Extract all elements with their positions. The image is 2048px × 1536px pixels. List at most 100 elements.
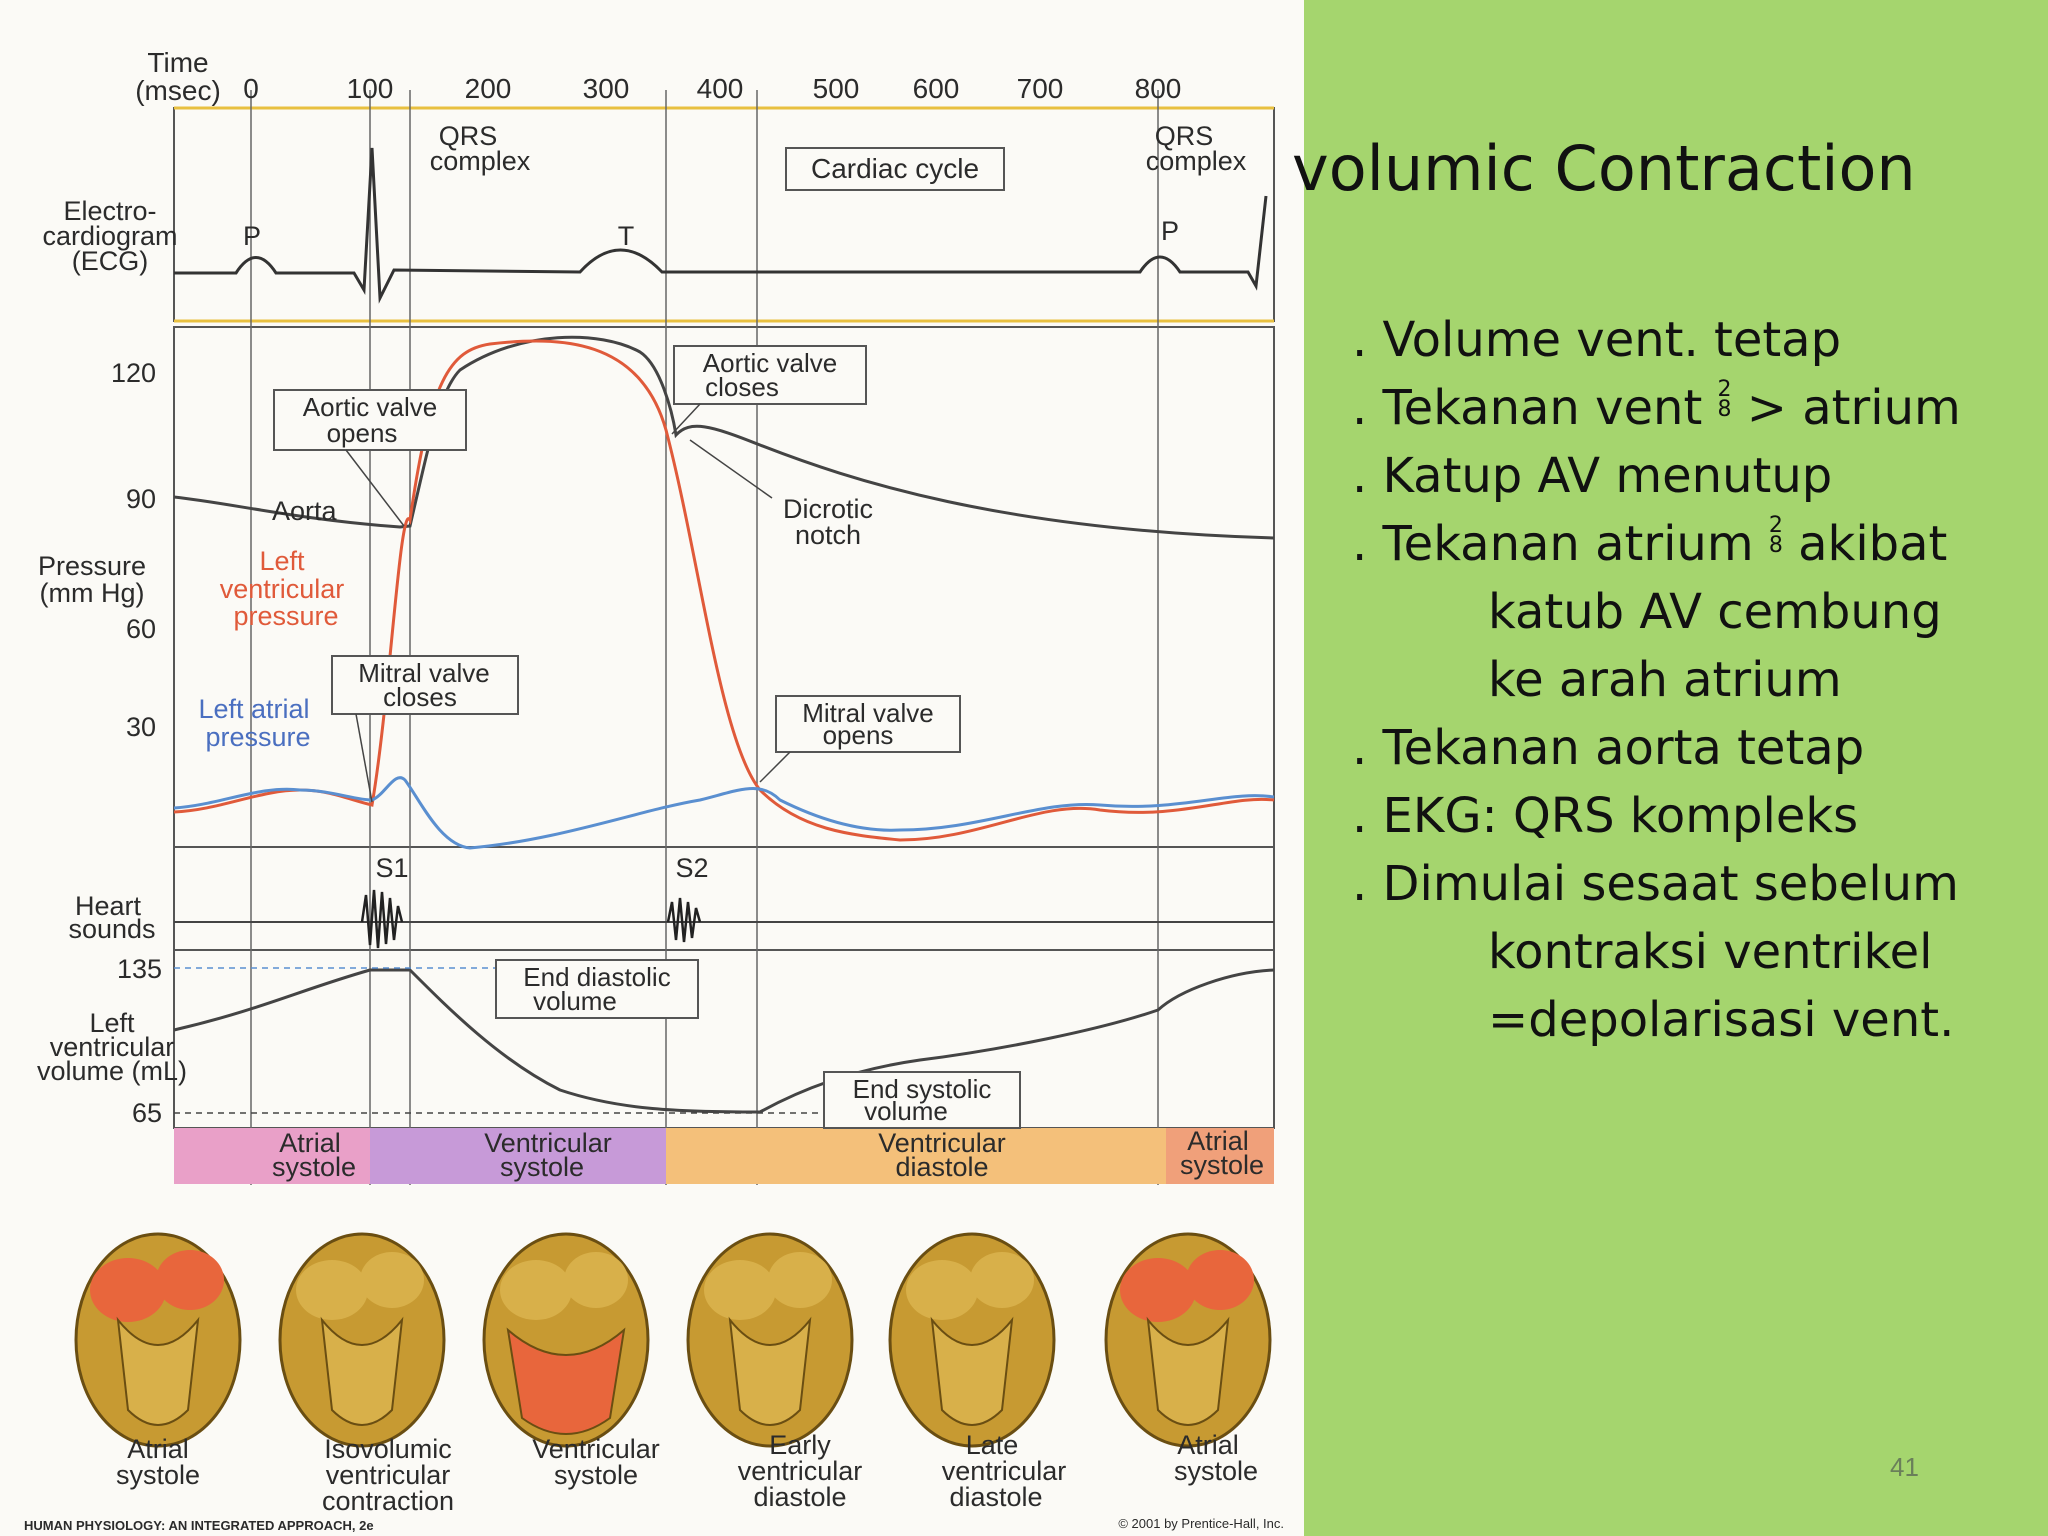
heart-label: ventricular xyxy=(326,1460,451,1490)
mitral-closes-callout: Mitral valve closes xyxy=(331,655,519,715)
dicrotic-notch-label: Dicrotic xyxy=(783,494,873,524)
left-ventricular-pressure-trace xyxy=(173,339,1275,842)
ecg-panel-frame xyxy=(173,107,1275,322)
la-pressure-label: Left atrial xyxy=(198,694,309,724)
lv-pressure-label: ventricular xyxy=(220,574,345,604)
ecg-axis-label: Electro- xyxy=(63,196,156,226)
phase-labels: Atrial systole Ventricular systole Ventr… xyxy=(272,1126,1264,1182)
bullet-text: akibat xyxy=(1782,516,1948,572)
phase-label: Ventricular xyxy=(878,1128,1006,1158)
bullet-text: . Tekanan aorta tetap xyxy=(1352,720,1865,776)
heart-label: ventricular xyxy=(738,1456,863,1486)
time-tick: 200 xyxy=(465,73,512,104)
callout-pointers xyxy=(345,403,791,803)
time-tick: 700 xyxy=(1017,73,1064,104)
time-tick: 0 xyxy=(243,73,259,104)
wiggers-diagram: Time (msec) 0 100 200 300 400 500 600 70… xyxy=(24,47,1284,1533)
phase-label: Atrial xyxy=(1187,1126,1249,1156)
s2-waveform xyxy=(666,897,702,943)
phase-label: Ventricular xyxy=(484,1128,612,1158)
phase-label: diastole xyxy=(895,1152,988,1182)
heart-label: Late xyxy=(966,1430,1019,1460)
bullet-text: > atrium xyxy=(1731,380,1961,436)
credit-left: HUMAN PHYSIOLOGY: AN INTEGRATED APPROACH… xyxy=(24,1518,374,1533)
pressure-tick: 90 xyxy=(126,484,156,514)
bullet-text: . EKG: QRS kompleks xyxy=(1352,788,1859,844)
s1-label: S1 xyxy=(375,853,408,883)
phase-label: systole xyxy=(500,1152,584,1182)
heart-label: Early xyxy=(769,1430,831,1460)
pressure-tick: 60 xyxy=(126,614,156,644)
aortic-closes-label: closes xyxy=(705,372,779,402)
bullet-item: . Tekanan aorta tetap xyxy=(1352,714,1961,782)
credit-right: © 2001 by Prentice-Hall, Inc. xyxy=(1118,1516,1284,1531)
bullet-text: . Dimulai sesaat sebelum xyxy=(1352,856,1959,912)
bullet-continuation: kontraksi ventrikel xyxy=(1488,924,1933,980)
volume-axis-label: ventricular xyxy=(50,1032,175,1062)
sounds-panel-frame xyxy=(173,846,1275,951)
ecg-axis-label: cardiogram xyxy=(42,221,177,251)
pressure-axis-label: (mm Hg) xyxy=(40,578,145,608)
qrs-complex-label: complex xyxy=(430,146,531,176)
ecg-p-wave-label-2: P xyxy=(1161,216,1179,246)
mitral-opens-callout: Mitral valve opens xyxy=(775,695,961,753)
mitral-closes-label: Mitral valve xyxy=(358,658,489,688)
heart-label: Atrial xyxy=(127,1434,189,1464)
heart-label: contraction xyxy=(322,1486,454,1516)
time-axis-label-2: (msec) xyxy=(135,75,221,106)
lv-pressure-label: Left xyxy=(259,546,305,576)
heart-label: Atrial xyxy=(1177,1430,1239,1460)
ventricular-volume-trace xyxy=(173,968,1275,1114)
heart-label: diastole xyxy=(753,1482,846,1512)
ecg-labels: Electro- cardiogram (ECG) P T P QRS comp… xyxy=(42,121,1246,276)
phase-label: systole xyxy=(272,1152,356,1182)
heart-label: systole xyxy=(554,1460,638,1490)
esv-callout: End systolic volume xyxy=(823,1071,1021,1129)
time-tick: 400 xyxy=(697,73,744,104)
aortic-opens-label: Aortic valve xyxy=(303,392,437,422)
s1-waveform xyxy=(360,889,404,949)
mitral-closes-label: closes xyxy=(383,682,457,712)
heart-illustration-5 xyxy=(888,1232,1056,1448)
phase-ventricular-diastole xyxy=(666,1128,1166,1184)
aortic-closes-callout: Aortic valve closes xyxy=(673,345,867,405)
time-tick: 100 xyxy=(347,73,394,104)
heart-illustration-3 xyxy=(482,1232,650,1448)
fraction-denominator: 8 xyxy=(1768,533,1783,558)
phase-atrial-systole xyxy=(174,1128,370,1184)
qrs-complex-label-2: complex xyxy=(1146,146,1247,176)
time-gridlines xyxy=(250,90,1159,1185)
volume-axis-label: volume (mL) xyxy=(37,1056,187,1086)
volume-tick: 135 xyxy=(117,954,162,984)
bullet-text: . Katup AV menutup xyxy=(1352,448,1833,504)
heart-label: ventricular xyxy=(942,1456,1067,1486)
pressure-tick: 30 xyxy=(126,712,156,742)
volume-tick: 65 xyxy=(132,1098,162,1128)
bullet-continuation: katub AV cembung xyxy=(1488,584,1942,640)
la-pressure-label: pressure xyxy=(205,722,310,752)
bullet-item: . Dimulai sesaat sebelum xyxy=(1352,850,1961,918)
phase-atrial-systole-2 xyxy=(1166,1128,1274,1184)
aortic-opens-callout: Aortic valve opens xyxy=(273,389,467,451)
time-axis: Time (msec) 0 100 200 300 400 500 600 70… xyxy=(135,47,1181,106)
lv-pressure-label: pressure xyxy=(233,601,338,631)
phase-label: systole xyxy=(1180,1150,1264,1180)
aortic-opens-label: opens xyxy=(327,418,398,448)
ecg-t-wave-label: T xyxy=(618,221,635,251)
bullet-text: . Tekanan atrium xyxy=(1352,516,1769,572)
fraction-denominator: 8 xyxy=(1717,397,1732,422)
heart-label: systole xyxy=(1174,1456,1258,1486)
time-tick: 500 xyxy=(813,73,860,104)
heart-illustration-1 xyxy=(74,1232,242,1448)
heart-illustrations xyxy=(74,1232,1272,1448)
ecg-trace xyxy=(174,147,1268,304)
bullet-continuation: ke arah atrium xyxy=(1488,652,1842,708)
cardiac-cycle-label: Cardiac cycle xyxy=(811,153,979,184)
cardiac-cycle-box xyxy=(785,147,1005,191)
heart-illustration-4 xyxy=(686,1232,854,1448)
pressure-tick: 120 xyxy=(111,358,156,388)
time-tick: 800 xyxy=(1135,73,1182,104)
heart-label: Ventricular xyxy=(532,1434,660,1464)
